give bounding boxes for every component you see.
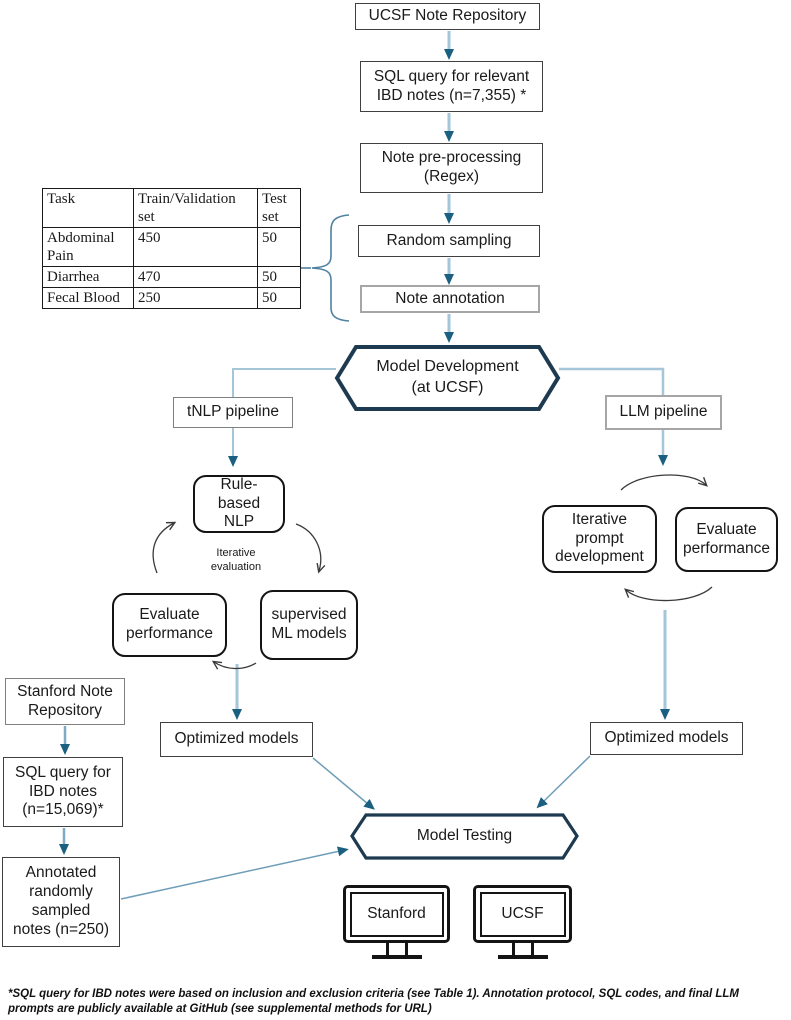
node-optimized-models-tnlp: Optimized models bbox=[160, 722, 313, 757]
node-label: Model Testing bbox=[416, 827, 513, 845]
node-label: Note pre-processing (Regex) bbox=[381, 149, 522, 185]
table-row: Diarrhea 470 50 bbox=[42, 266, 301, 288]
dataset-table: Task Train/Validation set Test set Abdom… bbox=[42, 188, 301, 309]
node-annotated-notes: Annotated randomly sampled notes (n=250) bbox=[2, 857, 120, 947]
node-label: Random sampling bbox=[386, 231, 512, 249]
stanford-flow-arrows bbox=[59, 726, 70, 855]
node-rule-based-nlp: Rule- based NLP bbox=[193, 475, 285, 533]
cycle-arrows bbox=[152, 474, 713, 670]
monitor-stand bbox=[404, 943, 408, 956]
node-label: tNLP pipeline bbox=[187, 403, 279, 421]
ucsf-monitor-icon: UCSF bbox=[473, 885, 572, 961]
node-sql-query-ucsf: SQL query for relevant IBD notes (n=7,35… bbox=[360, 61, 543, 112]
hexagon-shape bbox=[334, 345, 561, 411]
monitor-bezel: UCSF bbox=[473, 885, 572, 943]
node-label: Stanford Note Repository bbox=[17, 682, 113, 719]
monitor-base bbox=[497, 955, 548, 959]
table-header-train: Train/Validation set bbox=[133, 188, 258, 228]
node-label: Evaluate performance bbox=[682, 520, 770, 557]
node-label: SQL query for IBD notes (n=15,069)* bbox=[15, 763, 111, 819]
table-header-task: Task bbox=[42, 188, 134, 228]
cell-task: Fecal Blood bbox=[42, 287, 134, 309]
monitor-base bbox=[371, 955, 422, 959]
node-label: Model Development (at UCSF) bbox=[376, 358, 519, 396]
footnote-text: *SQL query for IBD notes were based on i… bbox=[8, 988, 740, 1015]
node-sql-query-stanford: SQL query for IBD notes (n=15,069)* bbox=[3, 757, 123, 827]
cell-test: 50 bbox=[257, 287, 301, 309]
hexagon-shape bbox=[350, 813, 579, 860]
node-label: Optimized models bbox=[604, 729, 729, 747]
cell-test: 50 bbox=[257, 266, 301, 288]
node-iterative-prompt-development: Iterative prompt development bbox=[542, 505, 657, 573]
node-note-preprocessing: Note pre-processing (Regex) bbox=[360, 143, 543, 193]
node-evaluate-performance-llm: Evaluate performance bbox=[675, 507, 778, 572]
node-model-development: Model Development (at UCSF) bbox=[334, 344, 561, 412]
node-llm-pipeline: LLM pipeline bbox=[605, 395, 722, 430]
node-label: Optimized models bbox=[174, 730, 299, 748]
stanford-monitor-icon: Stanford bbox=[343, 885, 450, 961]
node-label: LLM pipeline bbox=[619, 403, 708, 421]
monitor-stand bbox=[511, 943, 515, 956]
node-random-sampling: Random sampling bbox=[358, 225, 540, 257]
table-header-row: Task Train/Validation set Test set bbox=[42, 188, 301, 228]
monitor-screen-label: Stanford bbox=[349, 891, 444, 937]
monitor-screen-label: UCSF bbox=[479, 891, 566, 937]
node-label: UCSF Note Repository bbox=[368, 7, 527, 25]
cell-train: 450 bbox=[133, 227, 258, 267]
node-model-testing: Model Testing bbox=[350, 813, 579, 860]
node-label: supervised ML models bbox=[271, 606, 347, 642]
cell-task: Diarrhea bbox=[42, 266, 134, 288]
node-ucsf-note-repository: UCSF Note Repository bbox=[355, 3, 540, 30]
cell-task: Abdominal Pain bbox=[42, 227, 134, 267]
node-label: Rule- based NLP bbox=[217, 475, 261, 531]
table-row: Abdominal Pain 450 50 bbox=[42, 227, 301, 267]
cell-test: 50 bbox=[257, 227, 301, 267]
monitor-stand bbox=[530, 943, 534, 956]
node-label: Iterative prompt development bbox=[555, 510, 644, 566]
cell-train: 470 bbox=[133, 266, 258, 288]
cell-train: 250 bbox=[133, 287, 258, 309]
node-stanford-note-repository: Stanford Note Repository bbox=[5, 678, 125, 725]
table-row: Fecal Blood 250 50 bbox=[42, 287, 301, 309]
monitor-stand bbox=[385, 943, 389, 956]
diagonal-arrows bbox=[120, 755, 591, 900]
node-label: Note annotation bbox=[395, 289, 505, 307]
node-label: Annotated randomly sampled notes (n=250) bbox=[12, 864, 110, 938]
node-optimized-models-llm: Optimized models bbox=[590, 722, 743, 755]
node-tnlp-pipeline: tNLP pipeline bbox=[173, 397, 293, 428]
node-supervised-ml-models: supervised ML models bbox=[260, 590, 358, 660]
node-label: SQL query for relevant IBD notes (n=7,35… bbox=[373, 67, 530, 104]
node-evaluate-performance-tnlp: Evaluate performance bbox=[112, 593, 227, 657]
label-iterative-evaluation: Iterative evaluation bbox=[210, 547, 262, 573]
table-header-test: Test set bbox=[257, 188, 301, 228]
curly-brace bbox=[300, 214, 350, 322]
node-note-annotation: Note annotation bbox=[360, 285, 540, 313]
monitor-bezel: Stanford bbox=[343, 885, 450, 943]
node-label: Evaluate performance bbox=[125, 606, 213, 642]
